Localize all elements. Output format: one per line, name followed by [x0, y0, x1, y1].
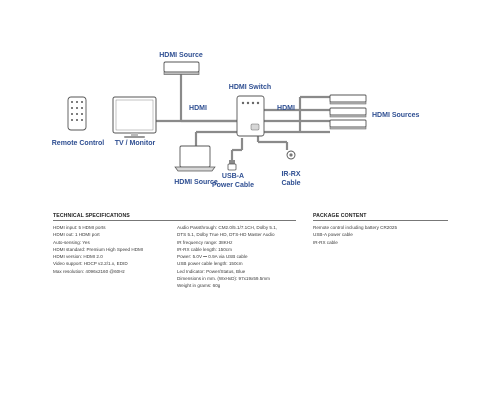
spec-line: HDMI out: 1 HDMI port — [53, 232, 100, 238]
connection-diagram: HDMI Source HDMI Switch HDMI HDMI HDMI S… — [52, 52, 420, 189]
spec-line: IR frequency range: 38KHz — [177, 239, 233, 245]
label-tv-monitor: TV / Monitor — [115, 140, 156, 147]
spec-line: HDMI input: 5 HDMI ports — [53, 225, 106, 230]
ir-rx-receiver — [286, 150, 296, 160]
usb-a-plug — [227, 160, 237, 171]
spec-line: HDMI standard: Premium High Speed HDMI — [53, 246, 144, 252]
label-hdmi-sources: HDMI Sources — [372, 112, 420, 119]
label-ir-rx: IR-RX — [281, 171, 300, 178]
tech-specs-heading: TECHNICAL SPECIFICATIONS — [53, 213, 130, 219]
laptop-device — [174, 145, 216, 172]
label-hdmi-left: HDMI — [189, 105, 207, 112]
label-hdmi-source-top: HDMI Source — [159, 52, 203, 59]
package-item: IR-RX cable — [313, 239, 338, 245]
package-content-divider — [313, 220, 448, 221]
spec-line: HDMI version: HDMI 2.0 — [53, 254, 103, 260]
spec-line: Weight in grams: 60g — [177, 283, 221, 289]
remote-control-device — [67, 96, 87, 131]
label-usb-a: USB-A — [222, 173, 244, 180]
spec-line: Max resolution: 4096x2160 @60Hz — [53, 268, 125, 274]
spec-line: Dimensions in mm. (WxHxD): 97x19x59.5mm — [177, 276, 270, 282]
tech-specs-col2: Audio Passthrough: CM2.0/5.1/7.1CH, Dolb… — [177, 224, 277, 290]
label-ir-cable: Cable — [281, 180, 300, 187]
hdmi-sources-stack — [329, 94, 367, 130]
label-power-cable: Power Cable — [212, 182, 254, 189]
spec-line: Audio Passthrough: CM2.0/5.1/7.1CH, Dolb… — [177, 225, 278, 230]
cable-lines — [155, 74, 330, 160]
hdmi-source-top-device — [163, 61, 200, 75]
tech-specs-col1: HDMI input: 5 HDMI ports HDMI out: 1 HDM… — [53, 224, 143, 275]
spec-line: Led Indicator: Power/Status, Blue — [177, 268, 246, 274]
package-content-heading: PACKAGE CONTENT — [313, 213, 367, 219]
hdmi-switch-device — [236, 95, 265, 137]
spec-line: Auto-sensing: Yes — [53, 239, 90, 245]
label-hdmi-source-bottom: HDMI Source — [174, 179, 218, 186]
package-content-list: Remote control including battery CR2025 … — [313, 224, 397, 246]
tv-monitor-device — [112, 96, 157, 138]
package-item: USB-A power cable — [313, 232, 353, 238]
label-remote-control: Remote Control — [52, 140, 105, 147]
tech-specs-divider — [53, 220, 296, 221]
package-item: Remote control including battery CR2025 — [313, 225, 398, 230]
label-hdmi-switch: HDMI Switch — [229, 84, 271, 91]
spec-line: USB power cable length: 150cm — [177, 261, 243, 267]
spec-line: DTS 5.1, Dolby True HD, DTS-HD Master Au… — [177, 232, 275, 238]
label-hdmi-right: HDMI — [277, 105, 295, 112]
spec-line: Video support: HDCP v2.2/1.x, EDID — [53, 261, 128, 267]
spec-line: Power: 5.0V ⎓ 0.9A via USB cable — [177, 254, 248, 260]
spec-line: IR-RX cable length: 150cm — [177, 246, 232, 252]
